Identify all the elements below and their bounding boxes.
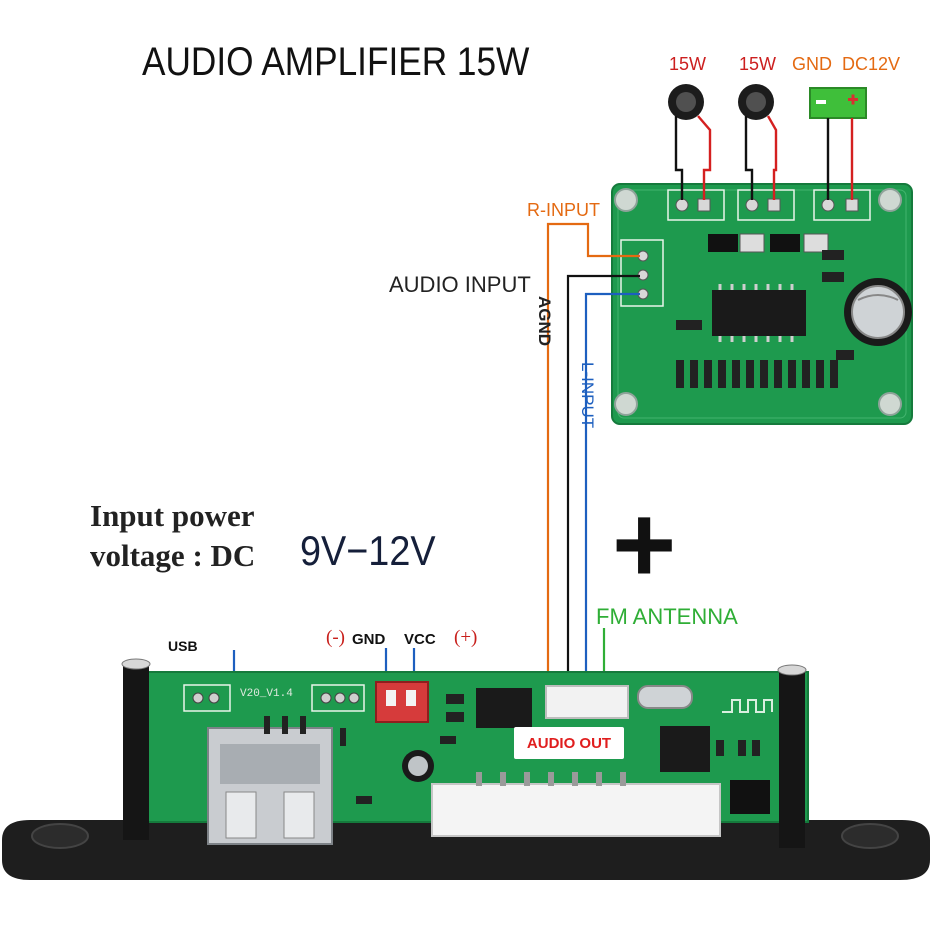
agnd-wire xyxy=(566,274,640,700)
bluetooth-chip xyxy=(660,726,710,772)
speaker-jack-2 xyxy=(738,84,774,120)
audio-out-connector xyxy=(545,685,629,719)
mount-hole xyxy=(614,392,638,416)
board-silk-version: V20_V1.4 xyxy=(240,688,293,700)
dc-power-connector xyxy=(809,87,867,119)
power-input-connector xyxy=(375,681,429,723)
board-vcc-label: VCC xyxy=(404,631,436,648)
speaker-2-label: 15W xyxy=(739,54,777,74)
agnd-label: AGND xyxy=(535,296,554,347)
fm-antenna-label: FM ANTENNA xyxy=(596,604,738,629)
r-input-wire xyxy=(546,222,640,700)
mount-hole xyxy=(878,188,902,212)
diagram-title: AUDIO AMPLIFIER 15W xyxy=(142,40,530,84)
l-input-label: L-INPUT xyxy=(578,362,597,429)
amp-gnd-label: GND xyxy=(792,54,832,74)
amp-dc12v-label: DC12V xyxy=(842,54,901,74)
plus-sign: + xyxy=(612,483,677,606)
amplifier-board xyxy=(611,183,913,425)
decoder-board xyxy=(2,658,930,880)
usb-label: USB xyxy=(168,638,198,654)
power-line-2: voltage : DC xyxy=(90,538,256,573)
display-connector xyxy=(431,783,721,837)
speaker-1-label: 15W xyxy=(669,54,707,74)
speaker-jack-1 xyxy=(668,84,704,120)
audio-out-label: AUDIO OUT xyxy=(514,727,624,759)
mount-hole xyxy=(878,392,902,416)
power-line-1: Input power xyxy=(90,498,255,533)
negative-label: (-) xyxy=(326,627,345,648)
mount-hole xyxy=(614,188,638,212)
positive-label: (+) xyxy=(454,627,478,648)
power-voltage-value: 9V−12V xyxy=(300,527,436,574)
r-input-label: R-INPUT xyxy=(527,200,600,220)
audio-input-label: AUDIO INPUT xyxy=(389,272,531,297)
board-gnd-label: GND xyxy=(352,631,386,648)
l-input-wire xyxy=(584,292,640,700)
amplifier-ic xyxy=(712,290,806,336)
